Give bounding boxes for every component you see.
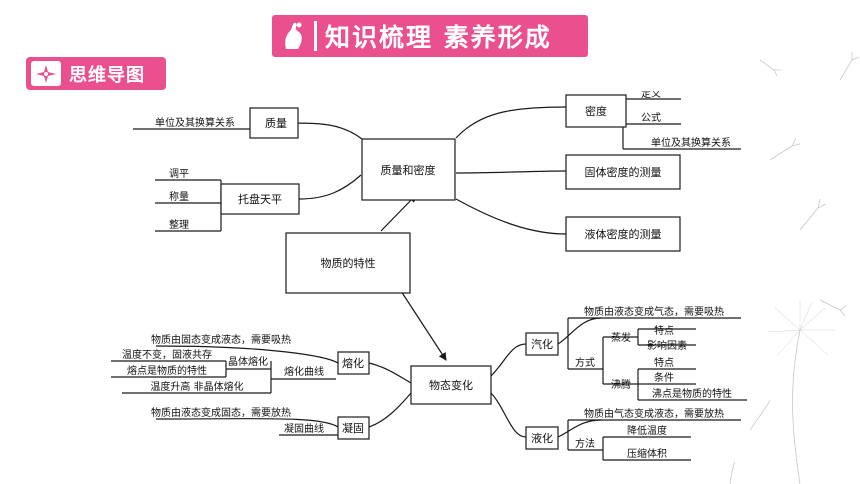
mind-map-canvas: 质量 单位及其换算关系 托盘天平 调平 称量 整理 质量和密度 密度 定义 公式… — [111, 87, 747, 461]
section-tag: 思维导图 — [26, 57, 166, 90]
node-mass-density: 质量和密度 — [381, 163, 436, 177]
node-crystal-item-1: 温度不变，固液共存 — [122, 348, 212, 361]
node-box-balance — [220, 183, 300, 215]
node-box-state-change — [410, 365, 492, 405]
node-box-solid-measure — [565, 154, 681, 190]
node-lower-temperature: 降低温度 — [627, 424, 667, 437]
compass-star-icon — [31, 61, 61, 86]
node-density-formula: 公式 — [641, 111, 661, 124]
node-mass: 质量 — [265, 117, 287, 130]
node-crystal-melting: 晶体熔化 — [228, 355, 268, 368]
node-evap-feature: 特点 — [654, 325, 674, 337]
node-box-solidify — [337, 416, 370, 440]
node-density: 密度 — [585, 104, 607, 118]
node-balance: 托盘天平 — [238, 192, 282, 206]
node-box-liquefy — [525, 426, 559, 450]
node-boil-point: 沸点是物质的特性 — [652, 387, 732, 400]
node-balance-tidy: 整理 — [169, 218, 189, 231]
node-vaporize-desc: 物质由液态变成气态，需要吸热 — [584, 305, 724, 318]
node-solidify: 凝固 — [342, 421, 364, 435]
node-boil-feature: 特点 — [654, 357, 674, 369]
node-solid-measure: 固体密度的测量 — [585, 165, 662, 179]
section-label: 思维导图 — [69, 64, 145, 86]
node-solidify-curve: 凝固曲线 — [284, 422, 324, 435]
node-crystal-item-2: 熔点是物质的特性 — [127, 364, 207, 377]
node-vaporize-method: 方式 — [575, 356, 595, 369]
node-box-mass — [249, 107, 299, 139]
node-melting-curve: 熔化曲线 — [284, 365, 324, 378]
node-liquid-measure: 液体密度的测量 — [585, 227, 662, 241]
node-balance-level: 调平 — [169, 168, 189, 180]
connector-lines — [111, 98, 747, 461]
node-box-mass-density — [361, 138, 456, 201]
node-center: 物质的特性 — [321, 256, 376, 270]
section-title-banner: 知识梳理 素养形成 — [272, 15, 588, 57]
node-box-center — [285, 232, 411, 294]
node-boxes — [220, 94, 681, 450]
node-mass-unit: 单位及其换算关系 — [155, 116, 235, 129]
node-box-vaporize — [525, 332, 559, 356]
node-density-unit: 单位及其换算关系 — [651, 136, 731, 149]
node-vaporize: 汽化 — [531, 337, 553, 351]
node-noncrystal-melting: 温度升高 非晶体熔化 — [150, 380, 243, 393]
node-density-definition: 定义 — [641, 91, 661, 100]
node-melting: 熔化 — [342, 356, 364, 370]
mind-map: 质量 单位及其换算关系 托盘天平 调平 称量 整理 质量和密度 密度 定义 公式… — [111, 87, 750, 462]
node-liquefy: 液化 — [531, 431, 553, 445]
node-box-liquid-measure — [565, 216, 681, 252]
node-liquefy-desc: 物质由气态变成液态，需要放热 — [584, 407, 724, 420]
node-liquefy-method: 方法 — [575, 437, 595, 450]
node-box-density — [565, 94, 627, 128]
page-title: 知识梳理 素养形成 — [325, 23, 552, 52]
node-boil-condition: 条件 — [654, 371, 674, 384]
pinching-hand-icon — [276, 19, 310, 53]
banner-divider — [314, 21, 317, 51]
node-state-change: 物态变化 — [429, 378, 473, 392]
node-balance-weigh: 称量 — [169, 190, 189, 203]
node-compress-volume: 压缩体积 — [627, 447, 667, 460]
node-evap-factors: 影响因素 — [647, 339, 687, 352]
node-solidify-desc: 物质由液态变成固态，需要放热 — [151, 406, 291, 419]
node-box-melting — [337, 351, 370, 375]
node-evaporation: 蒸发 — [611, 331, 631, 344]
node-melting-desc: 物质由固态变成液态，需要吸热 — [151, 333, 291, 346]
node-boiling: 沸腾 — [611, 378, 631, 391]
